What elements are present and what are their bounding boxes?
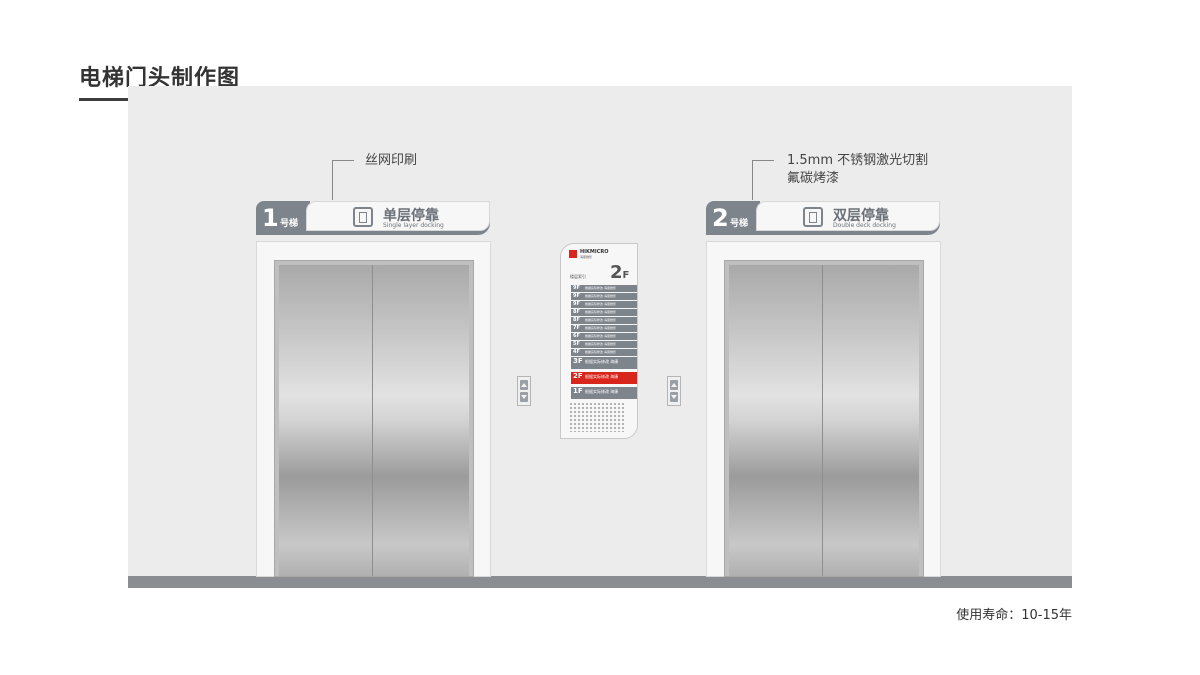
door-panel-right — [372, 265, 469, 576]
directory-row: 6F 根据实际修改 海康微影 — [571, 333, 637, 340]
directory-row-text: 根据实际修改 海康 — [585, 359, 619, 364]
directory-row: 4F 根据实际修改 海康微影 — [571, 349, 637, 356]
elevator-icon — [803, 207, 823, 227]
elevator-icon — [353, 207, 373, 227]
directory-row-text: 根据实际修改 海康微影 — [585, 326, 616, 330]
directory-row-floor: 9F — [573, 293, 580, 299]
directory-row-text: 根据实际修改 海康微影 — [585, 302, 616, 306]
door-panel-right — [822, 265, 919, 576]
sign-label-cn: 单层停靠 — [383, 208, 439, 224]
directory-row-text: 根据实际修改 海康 — [585, 374, 619, 379]
directory-row: 8F 根据实际修改 海康微影 — [571, 317, 637, 324]
sign-label-cn: 双层停靠 — [833, 208, 889, 224]
directory-row-floor: 5F — [573, 341, 580, 347]
brand-name: HIKMICRO — [580, 249, 609, 255]
directory-row-floor: 9F — [573, 301, 580, 307]
directory-heading: 楼层索引 — [570, 274, 586, 279]
directory-row: 8F 根据实际修改 海康微影 — [571, 309, 637, 316]
down-arrow-icon[interactable] — [670, 392, 678, 402]
directory-row-text: 根据实际修改 海康微影 — [585, 310, 616, 314]
directory-row-floor: 8F — [573, 317, 580, 323]
call-panel-right[interactable] — [667, 376, 681, 406]
door-opening-2 — [724, 260, 924, 577]
directory-row-floor: 2F — [573, 372, 583, 380]
leader-line-right — [752, 160, 774, 200]
directory-row: 7F 根据实际修改 海康微影 — [571, 325, 637, 332]
lifespan-note: 使用寿命：10-15年 — [956, 608, 1072, 623]
sign-label-en: Double deck docking — [833, 222, 896, 229]
brand-logo-icon — [569, 250, 577, 258]
directory-row-text: 根据实际修改 海康微影 — [585, 342, 616, 346]
note-right-line2: 氟碳烤漆 — [787, 171, 840, 186]
directory-row-text: 根据实际修改 海康微影 — [585, 334, 616, 338]
directory-row-floor: 4F — [573, 349, 580, 355]
floor-strip — [128, 576, 1072, 588]
up-arrow-icon[interactable] — [520, 380, 528, 390]
directory-row-floor: 7F — [573, 325, 580, 331]
directory-row-floor: 8F — [573, 309, 580, 315]
dot-pattern — [569, 402, 625, 432]
directory-row: 9F 根据实际修改 海康微影 — [571, 293, 637, 300]
sign-plate: 双层停靠 Double deck docking — [756, 201, 940, 231]
door-panel-left — [279, 265, 376, 576]
door-panel-left — [729, 265, 826, 576]
directory-row-text: 根据实际修改 海康微影 — [585, 286, 616, 290]
sign-plate: 单层停靠 Single layer docking — [306, 201, 490, 231]
directory-row: 9F 根据实际修改 海康微影 — [571, 285, 637, 292]
elevator-sign-1: 1 号梯 单层停靠 Single layer docking — [256, 201, 492, 235]
sign-number-block: 1 号梯 — [256, 201, 310, 235]
directory-row-text: 根据实际修改 海康微影 — [585, 318, 616, 322]
note-right-line1: 1.5mm 不锈钢激光切割 — [787, 153, 929, 168]
down-arrow-icon[interactable] — [520, 392, 528, 402]
directory-row-text: 根据实际修改 海康 — [585, 389, 619, 394]
directory-row: 9F 根据实际修改 海康微影 — [571, 301, 637, 308]
brand-name-cn: 海康微影 — [580, 255, 593, 259]
floor-directory: HIKMICRO 海康微影 楼层索引 2F 9F 根据实际修改 海康微影 9F 根据实… — [560, 243, 638, 439]
call-panel-left[interactable] — [517, 376, 531, 406]
directory-row: 5F 根据实际修改 海康微影 — [571, 341, 637, 348]
directory-row-floor: 3F — [573, 357, 583, 365]
leader-line-left — [332, 160, 354, 200]
sign-number-block: 2 号梯 — [706, 201, 760, 235]
door-frame-1 — [256, 241, 491, 577]
door-frame-2 — [706, 241, 941, 577]
note-right: 1.5mm 不锈钢激光切割 氟碳烤漆 — [787, 152, 928, 188]
note-left: 丝网印刷 — [365, 153, 418, 168]
directory-row-floor: 1F — [573, 387, 583, 395]
sign-label-en: Single layer docking — [383, 222, 444, 229]
elevator-number-suffix: 号梯 — [280, 219, 299, 229]
current-floor: 2F — [610, 262, 630, 283]
elevator-number: 1 — [262, 204, 279, 232]
up-arrow-icon[interactable] — [670, 380, 678, 390]
elevator-sign-2: 2 号梯 双层停靠 Double deck docking — [706, 201, 942, 235]
elevator-number: 2 — [712, 204, 729, 232]
directory-row-floor: 6F — [573, 333, 580, 339]
door-opening-1 — [274, 260, 474, 577]
directory-row-text: 根据实际修改 海康微影 — [585, 294, 616, 298]
directory-row-floor: 9F — [573, 285, 580, 291]
elevator-number-suffix: 号梯 — [730, 219, 749, 229]
directory-row-text: 根据实际修改 海康微影 — [585, 350, 616, 354]
title-underline — [79, 98, 133, 101]
